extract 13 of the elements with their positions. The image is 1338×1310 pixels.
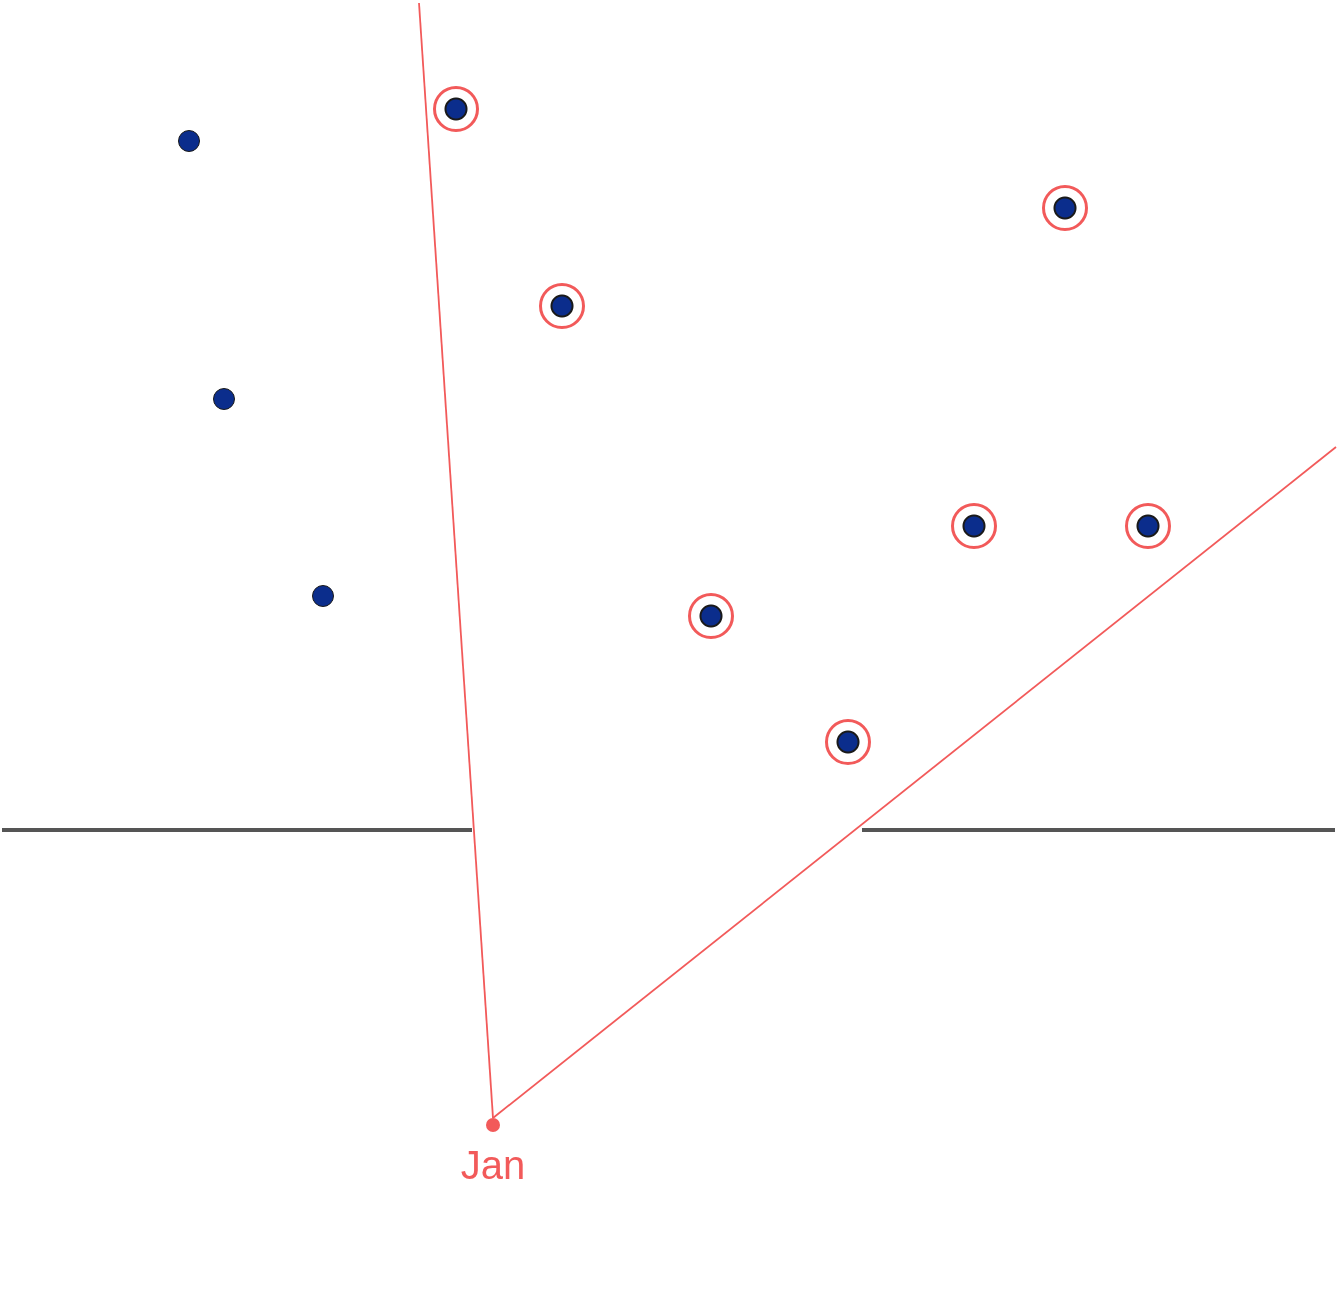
circled-dot-marker — [825, 719, 871, 765]
circled-dot-marker — [1125, 503, 1171, 549]
point-label: Jan — [459, 1142, 527, 1188]
circled-dot-marker — [688, 593, 734, 639]
sight-line — [418, 2, 494, 1119]
dot-marker — [178, 130, 200, 152]
circled-dot-marker — [433, 86, 479, 132]
dot-marker — [312, 585, 334, 607]
circled-dot-marker — [539, 283, 585, 329]
circled-dot-marker — [1042, 185, 1088, 231]
dot-marker — [213, 388, 235, 410]
circled-dot-marker — [951, 503, 997, 549]
sight-line — [492, 446, 1337, 1119]
